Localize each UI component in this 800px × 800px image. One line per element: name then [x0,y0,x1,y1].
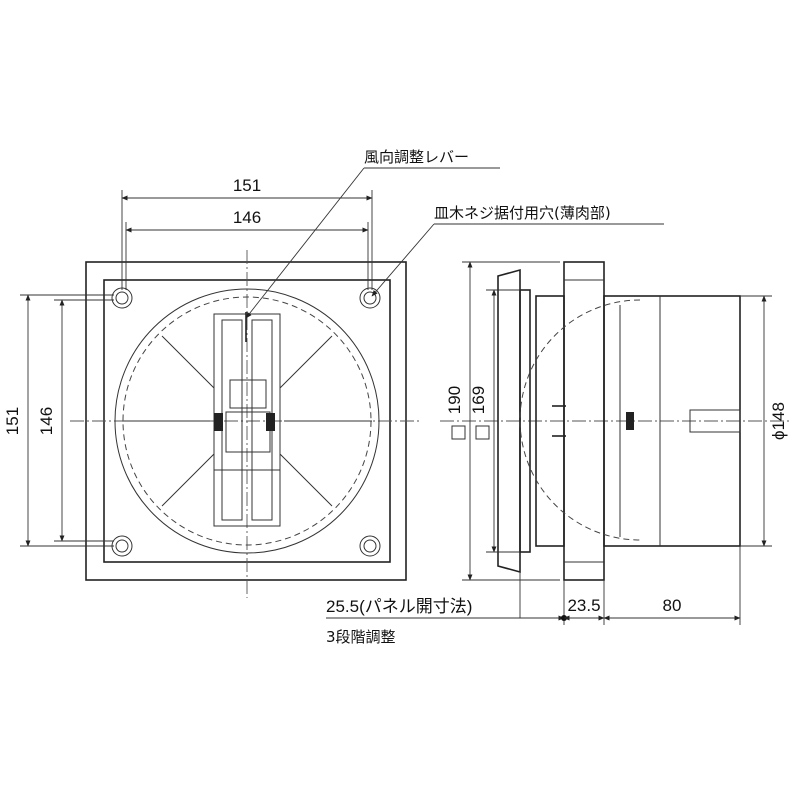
side-view: 190 169 ϕ148 25.5(パネル開寸法) 3段階調整 23.5 80 [326,261,790,646]
label-adjust: 3段階調整 [326,628,396,646]
screw-hole-bottom-right [359,535,381,557]
damper-shaft [689,409,741,433]
dim-front-outer-width: 151 [233,176,261,195]
square-symbol-outer [451,425,466,440]
dim-depth-duct: 80 [663,596,682,615]
dim-front-inner-width: 146 [233,208,261,227]
screw-hole-bottom-left [111,535,133,557]
grille-outer-circle [114,288,380,554]
square-symbol-inner [475,425,490,440]
dim-duct-diameter: ϕ148 [769,402,788,440]
dim-front-outer-height: 151 [3,407,22,435]
shaft-block [626,412,634,430]
dim-side-square-inner: 169 [469,386,488,414]
dim-panel-opening: 25.5(パネル開寸法) [326,597,472,616]
front-view: 151 146 151 146 風向調整レバー 皿木ネジ据付用穴(薄肉部) [3,148,664,598]
grille-spokes [122,335,372,507]
dim-depth-front: 23.5 [567,596,600,615]
screw-hole-top-right [359,287,381,309]
label-screw-hole: 皿木ネジ据付用穴(薄肉部) [434,204,611,222]
damper-hidden-arc [519,299,641,541]
dim-side-square-outer: 190 [445,386,464,414]
screw-hole-top-left [111,287,133,309]
lever-block-left [214,413,223,431]
grille-frame [519,289,531,553]
dim-front-inner-height: 146 [37,407,56,435]
lever-block-right [266,413,275,431]
label-lever: 風向調整レバー [364,148,469,166]
